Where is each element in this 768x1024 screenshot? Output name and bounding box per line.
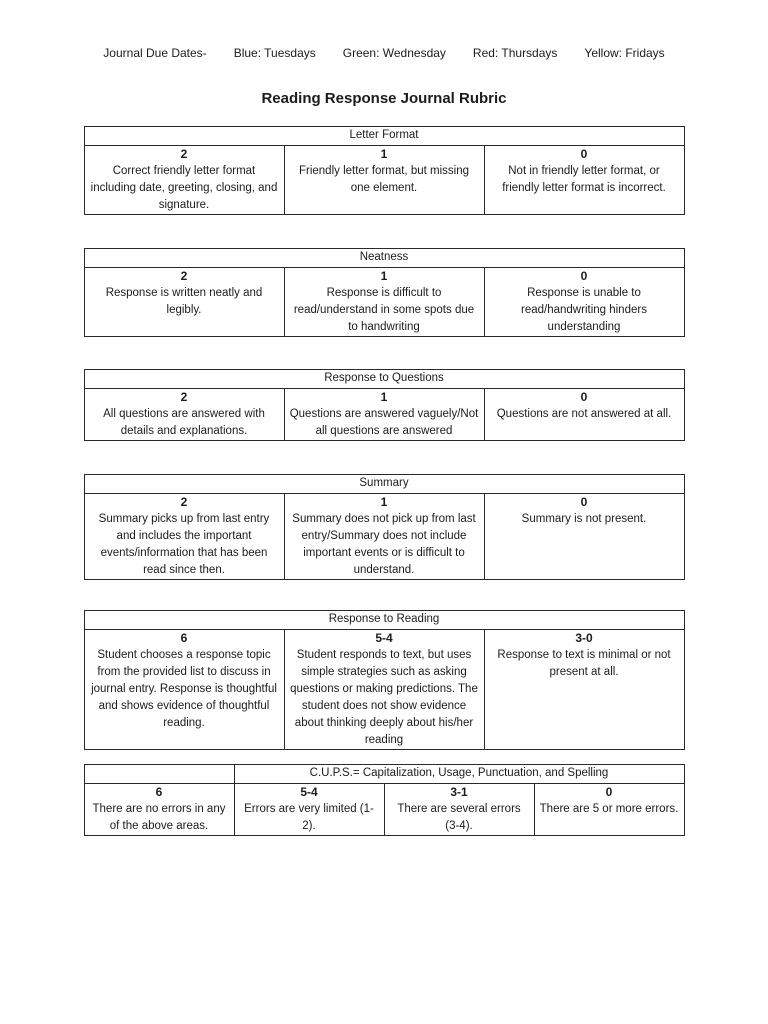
due-dates-label: Journal Due Dates- [103,46,207,60]
score-description: Response is difficult to read/understand… [293,287,475,333]
score-value: 1 [380,147,388,161]
score-cell: 0 Not in friendly letter format, or frie… [483,145,685,215]
score-description: Correct friendly letter format including… [90,165,278,211]
score-cell: 0 Questions are not answered at all. [483,388,685,441]
score-description: Summary does not pick up from last entry… [292,513,476,576]
due-dates-line: Journal Due Dates- Blue: Tuesdays Green:… [0,0,768,61]
score-value: 3-0 [575,631,593,645]
score-description: Response is unable to read/handwriting h… [521,287,647,333]
score-cell: 1 Response is difficult to read/understa… [283,267,485,337]
score-cell: 0 Summary is not present. [483,493,685,580]
score-value: 0 [580,495,588,509]
score-description: Response is written neatly and legibly. [105,287,263,316]
score-value: 5-4 [375,631,393,645]
score-description: Summary picks up from last entry and inc… [98,513,270,576]
score-value: 2 [180,269,188,283]
score-description: Errors are very limited (1-2). [244,803,374,832]
score-description: All questions are answered with details … [103,408,265,437]
due-date-item-red: Red: Thursdays [472,46,558,60]
score-value: 6 [155,785,163,799]
table-title: C.U.P.S.= Capitalization, Usage, Punctua… [233,764,685,784]
score-cell: 2 All questions are answered with detail… [83,388,285,441]
score-value: 1 [380,269,388,283]
table-title: Neatness [83,248,685,268]
due-date-item-blue: Blue: Tuesdays [233,46,316,60]
score-description: Questions are answered vaguely/Not all q… [289,408,479,437]
score-cell: 1 Questions are answered vaguely/Not all… [283,388,485,441]
table-title: Response to Reading [83,610,685,630]
score-description: There are 5 or more errors. [539,803,679,815]
score-value: 3-1 [450,785,468,799]
score-description: There are several errors (3-4). [397,803,521,832]
rubric-tables: Letter Format 2 Correct friendly letter … [83,126,685,836]
spacer [84,215,685,248]
score-cell: 3-0 Response to text is minimal or not p… [483,629,685,750]
table-title: Summary [83,474,685,494]
score-cell: 1 Summary does not pick up from last ent… [283,493,485,580]
score-cell: 0 There are 5 or more errors. [533,783,685,836]
score-description: Not in friendly letter format, or friend… [502,165,666,194]
score-cell: 2 Summary picks up from last entry and i… [83,493,285,580]
score-value: 6 [180,631,188,645]
empty-corner-cell [83,764,235,784]
due-date-item-yellow: Yellow: Fridays [584,46,665,60]
score-cell: 1 Friendly letter format, but missing on… [283,145,485,215]
rubric-table-neatness: Neatness 2 Response is written neatly an… [83,248,685,337]
score-description: Questions are not answered at all. [496,408,672,420]
score-value: 2 [180,390,188,404]
table-title: Response to Questions [83,369,685,389]
due-date-item-green: Green: Wednesday [342,46,446,60]
score-description: There are no errors in any of the above … [92,803,226,832]
score-cell: 5-4 Errors are very limited (1-2). [233,783,385,836]
score-description: Summary is not present. [521,513,647,525]
score-value: 0 [580,147,588,161]
rubric-table-letter-format: Letter Format 2 Correct friendly letter … [83,126,685,215]
rubric-table-response-to-questions: Response to Questions 2 All questions ar… [83,369,685,441]
score-cell: 5-4 Student responds to text, but uses s… [283,629,485,750]
score-description: Response to text is minimal or not prese… [497,649,671,678]
score-description: Student chooses a response topic from th… [91,649,277,729]
score-cell: 2 Response is written neatly and legibly… [83,267,285,337]
score-value: 1 [380,495,388,509]
rubric-table-summary: Summary 2 Summary picks up from last ent… [83,474,685,580]
rubric-table-cups: C.U.P.S.= Capitalization, Usage, Punctua… [83,764,685,836]
score-cell: 2 Correct friendly letter format includi… [83,145,285,215]
score-description: Student responds to text, but uses simpl… [290,649,478,746]
spacer [84,337,685,369]
spacer [84,441,685,474]
spacer [84,580,685,610]
score-cell: 3-1 There are several errors (3-4). [383,783,535,836]
score-cell: 6 There are no errors in any of the abov… [83,783,235,836]
score-value: 2 [180,495,188,509]
spacer [84,750,685,764]
score-value: 0 [580,390,588,404]
rubric-table-response-to-reading: Response to Reading 6 Student chooses a … [83,610,685,750]
score-value: 0 [605,785,613,799]
score-value: 0 [580,269,588,283]
table-title: Letter Format [83,126,685,146]
score-cell: 0 Response is unable to read/handwriting… [483,267,685,337]
score-value: 5-4 [300,785,318,799]
score-cell: 6 Student chooses a response topic from … [83,629,285,750]
score-value: 1 [380,390,388,404]
page-title: Reading Response Journal Rubric [261,90,507,107]
score-description: Friendly letter format, but missing one … [298,165,469,194]
score-value: 2 [180,147,188,161]
